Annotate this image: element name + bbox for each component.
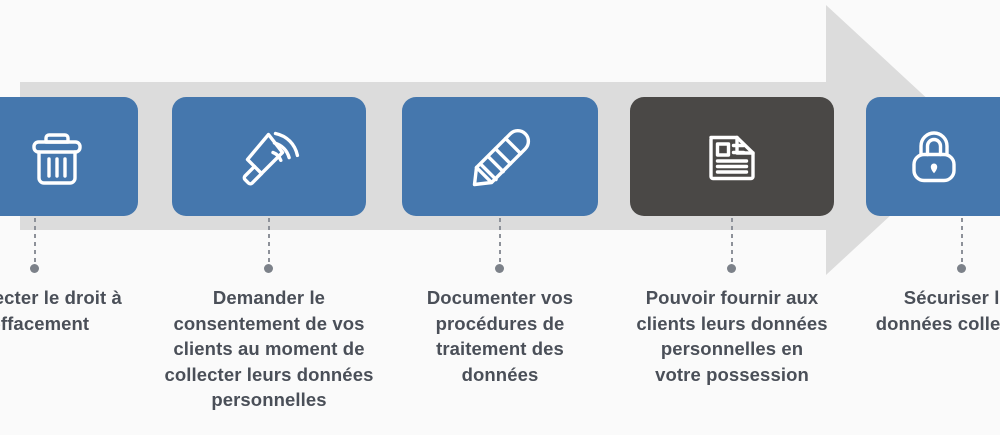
step-connector-5 (961, 218, 963, 268)
step-connector-dot-1 (30, 264, 39, 273)
step-card-4[interactable] (630, 97, 834, 216)
step-connector-3 (499, 218, 501, 268)
step-connector-dot-4 (727, 264, 736, 273)
step-connector-2 (268, 218, 270, 268)
step-connector-4 (731, 218, 733, 268)
step-label-3: Documenter vos procédures de traitement … (426, 287, 574, 385)
step-connector-dot-2 (264, 264, 273, 273)
trash-icon (29, 128, 85, 186)
step-connector-dot-5 (957, 264, 966, 273)
step-label-1: Respecter le droit à l'effacement (0, 287, 122, 334)
step-label-4: Pouvoir fournir aux clients leurs donnée… (636, 287, 828, 385)
step-card-3[interactable] (402, 97, 598, 216)
document-icon (703, 128, 761, 186)
megaphone-icon (238, 127, 300, 187)
step-card-2[interactable] (172, 97, 366, 216)
step-card-1[interactable] (0, 97, 138, 216)
pencil-icon (469, 126, 531, 188)
step-card-5[interactable] (866, 97, 1000, 216)
step-label-2: Demander le consentement de vos clients … (164, 287, 374, 410)
step-connector-dot-3 (495, 264, 504, 273)
step-connector-1 (34, 218, 36, 268)
step-label-5: Sécuriser les données collectées (875, 287, 1000, 334)
lock-icon (907, 128, 961, 186)
